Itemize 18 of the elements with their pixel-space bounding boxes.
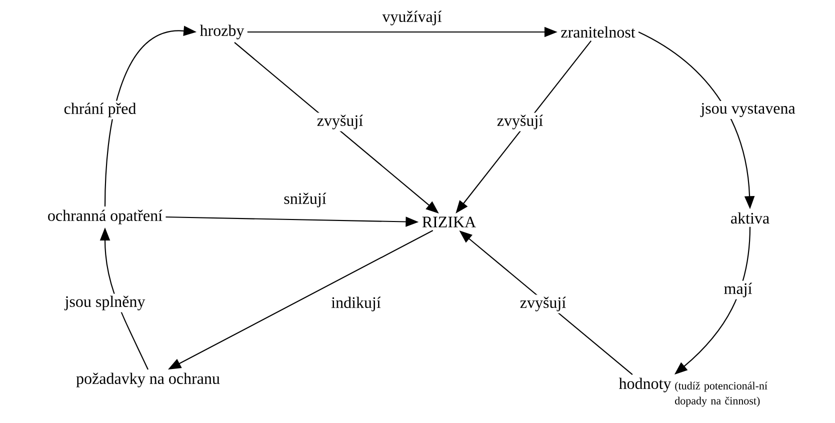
node-note: (tudíž potencionál-ní dopady na činnost) bbox=[675, 382, 768, 407]
concept-label: zranitelnost bbox=[561, 26, 636, 38]
concept-label: hrozby bbox=[200, 24, 244, 40]
concept-label: RIZIKA bbox=[422, 216, 476, 228]
edge-label: indikují bbox=[329, 294, 383, 314]
edge-label: mají bbox=[722, 280, 754, 300]
edge-label: jsou splněny bbox=[62, 294, 148, 312]
edge-label: využívají bbox=[380, 8, 444, 28]
edge-label: snižují bbox=[282, 190, 328, 210]
concept-label: hodnoty bbox=[618, 378, 672, 392]
concept-label: ochranná opatření bbox=[48, 210, 162, 224]
edge-label: zvyšují bbox=[494, 112, 546, 132]
edge-label: chrání před bbox=[62, 100, 138, 120]
edge-label: zvyšují bbox=[314, 112, 366, 132]
edge-label: zvyšují bbox=[518, 294, 568, 314]
edge-label: jsou vystavena bbox=[698, 100, 798, 120]
concept-label: požadavky na ochranu bbox=[76, 372, 220, 388]
concept-label: aktiva bbox=[731, 212, 770, 224]
